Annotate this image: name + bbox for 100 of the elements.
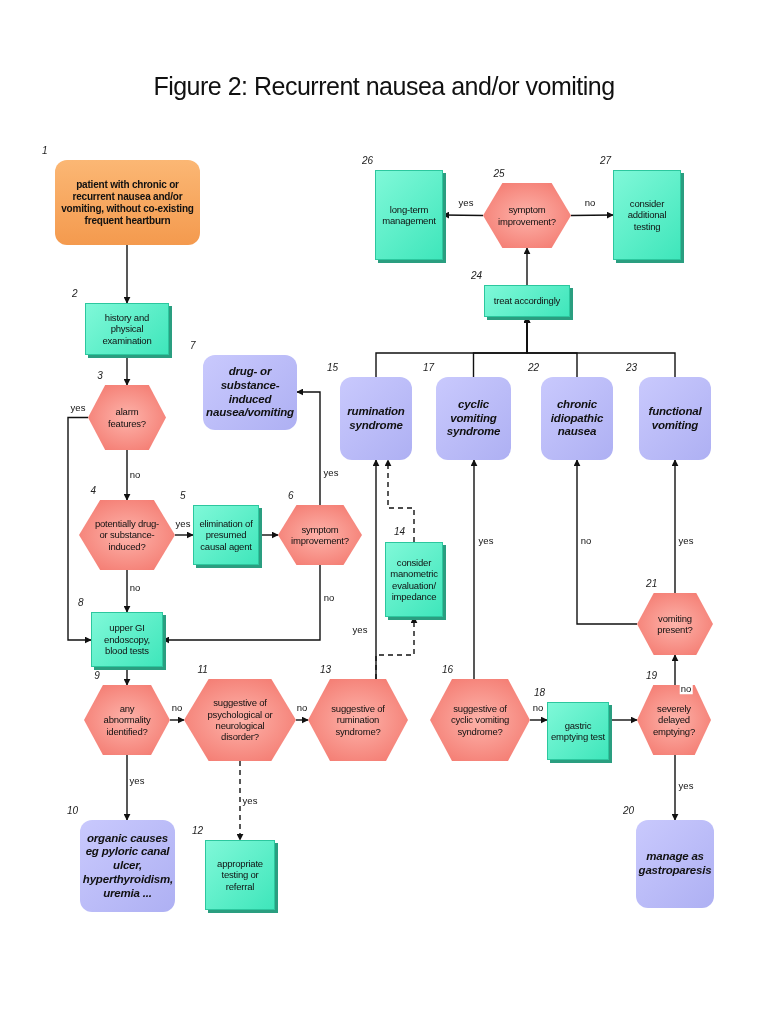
process-box [613, 170, 681, 260]
step-number: 12 [192, 825, 204, 836]
arrow [169, 716, 185, 724]
decision-hexagon [278, 505, 362, 565]
step-number: 5 [180, 490, 186, 501]
edge-label: no [579, 536, 593, 546]
node-text: symptom improvement? [290, 523, 350, 547]
process-box [547, 702, 609, 760]
decision-hexagon [184, 679, 296, 761]
step-number: 20 [623, 805, 635, 816]
arrow [123, 569, 131, 613]
outcome-box [80, 820, 175, 912]
arrow [671, 754, 679, 821]
step-number: 2 [72, 288, 78, 299]
step-number: 25 [493, 168, 505, 179]
outcome-box [340, 377, 412, 460]
step-number: 11 [197, 664, 208, 675]
decision-hexagon [308, 679, 408, 761]
arrow [523, 247, 531, 286]
step-number: 13 [320, 664, 332, 675]
process-box [385, 542, 443, 617]
process-box [91, 612, 163, 667]
edge-label: yes [351, 625, 369, 635]
step-number: 17 [423, 362, 435, 373]
decision-hexagon [430, 679, 530, 761]
node-text: symptom improvement? [497, 204, 557, 227]
arrow [67, 416, 92, 644]
step-number: 10 [67, 805, 79, 816]
node-text: consider additional testing [626, 197, 668, 233]
process-box [85, 303, 169, 355]
edge-label: yes [457, 198, 475, 208]
edge-label: no [170, 703, 184, 713]
node-text: treat accordingly [493, 295, 561, 307]
node-text: appropriate testing or referral [216, 857, 264, 893]
decision-hexagon [88, 385, 166, 450]
node-text: organic causes eg pyloric canal ulcer, hyperthyroidism, uremia ... [82, 831, 173, 901]
arrow [671, 654, 679, 686]
node-text: suggestive of cyclic vomiting syndrome? [449, 702, 511, 738]
arrow [295, 716, 309, 724]
process-box [193, 505, 259, 565]
step-number: 8 [78, 597, 84, 608]
arrow [123, 244, 131, 304]
arrow [174, 531, 194, 539]
node-text: vomiting present? [656, 612, 694, 636]
edge-label: yes [677, 781, 695, 791]
arrow [671, 459, 679, 594]
arrow [384, 459, 415, 543]
arrow [470, 459, 478, 680]
node-text: suggestive of rumination syndrome? [330, 702, 386, 738]
arrow [236, 760, 244, 841]
node-text: drug- or substance-induced nausea/vomiting [205, 364, 295, 421]
edge-label: no [583, 198, 597, 208]
edge-label: yes [241, 796, 259, 806]
outcome-box [436, 377, 511, 460]
process-box [205, 840, 275, 910]
edge-label: yes [677, 536, 695, 546]
process-box [375, 170, 443, 260]
step-number: 18 [534, 687, 546, 698]
step-number: 21 [646, 578, 658, 589]
step-number: 7 [190, 340, 196, 351]
title: Figure 2: Recurrent nausea and/or vomiting [153, 72, 615, 101]
arrow [529, 716, 548, 724]
decision-hexagon [637, 593, 713, 655]
edge-label: no [295, 703, 309, 713]
step-number: 4 [90, 485, 97, 496]
node-text: upper GI endoscopy, blood tests [103, 622, 151, 657]
outcome-box [541, 377, 613, 460]
node-text: rumination syndrome [346, 404, 406, 433]
step-number: 24 [471, 270, 483, 281]
outcome-box [636, 820, 714, 908]
node-text: alarm features? [107, 406, 147, 429]
node-text: patient with chronic or recurrent nausea and/or vomiting, without co-existing frequent heartburn [60, 178, 195, 227]
step-number: 26 [362, 155, 374, 166]
node-text: suggestive of psychological or neurological disorder? [206, 697, 274, 743]
step-number: 27 [600, 155, 612, 166]
outcome-box [639, 377, 711, 460]
arrow [123, 449, 131, 501]
node-text: history and physical examination [101, 311, 153, 347]
decision-hexagon [483, 183, 571, 248]
edge-label: no [531, 703, 545, 713]
step-number: 15 [327, 362, 339, 373]
arrow [573, 459, 638, 625]
edge-label: no [679, 684, 693, 694]
node-text: potentially drug- or substance-induced? [93, 517, 161, 553]
node-text: elimination of presumed causal agent [198, 517, 254, 553]
start-box [55, 160, 200, 245]
process-box [484, 285, 570, 317]
node-text: any abnormality identified? [102, 702, 152, 738]
arrow [570, 211, 614, 219]
arrow [123, 754, 131, 821]
outcome-box [203, 355, 297, 430]
edge-label: no [128, 470, 142, 480]
step-number: 22 [528, 362, 540, 373]
edge-label: no [128, 583, 142, 593]
node-text: manage as gastroparesis [638, 850, 712, 878]
step-number: 16 [442, 664, 454, 675]
step-number: 9 [94, 670, 100, 681]
arrow [296, 388, 321, 506]
node-text: consider manometric evaluation/ impedance [389, 556, 439, 603]
decision-hexagon [79, 500, 175, 570]
